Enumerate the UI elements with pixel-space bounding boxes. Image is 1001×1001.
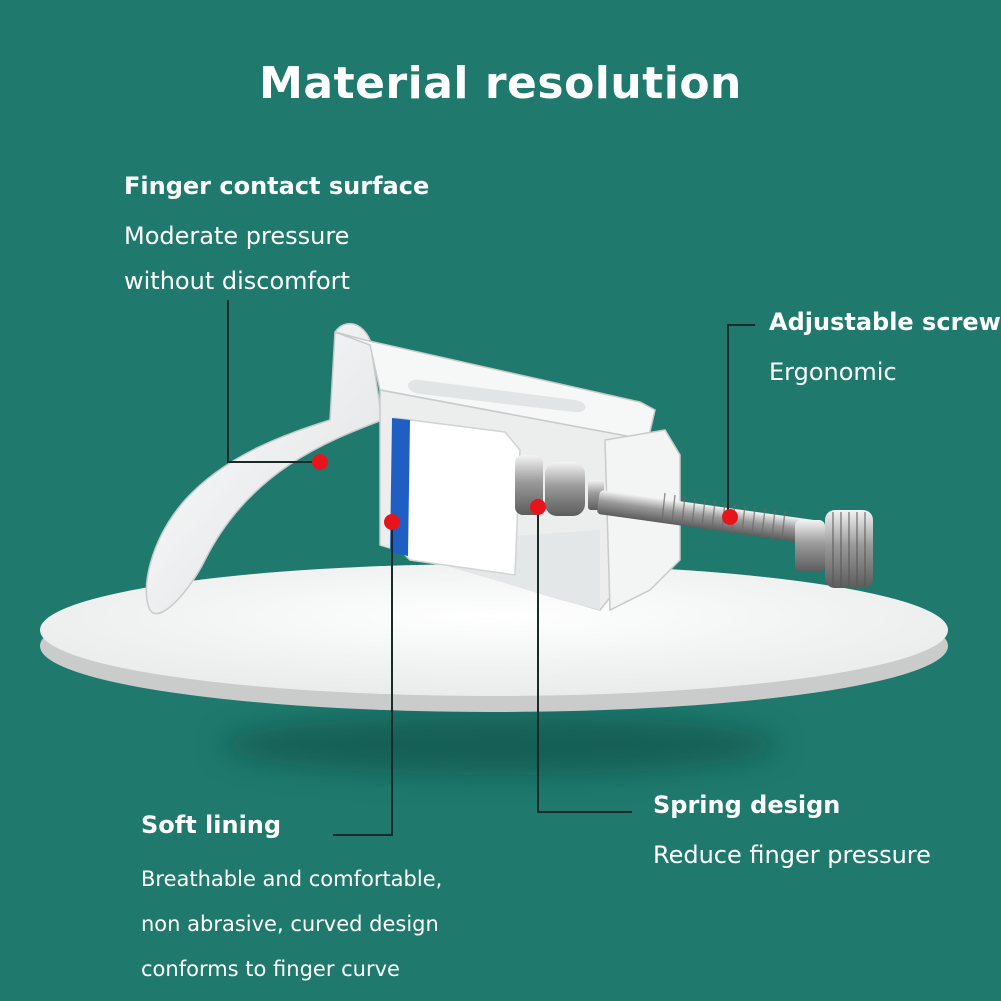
- callout-line: Ergonomic: [769, 358, 897, 386]
- callout-line: Reduce finger pressure: [653, 841, 931, 869]
- finger-leader-line: [227, 300, 318, 463]
- callout-heading: Adjustable screw: [769, 308, 1001, 336]
- callout-line: conforms to finger curve: [141, 957, 400, 981]
- callout-adjustable-screw: Adjustable screw Ergonomic: [769, 308, 1001, 395]
- lining-marker-dot: [384, 514, 400, 530]
- callout-finger-contact: Finger contact surface Moderate pressure…: [124, 172, 429, 304]
- screw-leader-line: [727, 324, 755, 517]
- callout-heading: Spring design: [653, 791, 841, 819]
- finger-marker-dot: [312, 454, 328, 470]
- callout-line: non abrasive, curved design: [141, 912, 439, 936]
- screw-knob: [795, 510, 873, 588]
- screw-marker-dot: [722, 509, 738, 525]
- finger-splint-device: [145, 322, 873, 615]
- callout-heading: Finger contact surface: [124, 172, 430, 200]
- callout-line: without discomfort: [124, 267, 350, 295]
- display-platform: [40, 564, 948, 712]
- callout-soft-lining: Soft lining Breathable and comfortable, …: [141, 811, 442, 992]
- callout-spring-design: Spring design Reduce finger pressure: [653, 791, 931, 878]
- spring-marker-dot: [530, 499, 546, 515]
- adjustable-screw-rod: [597, 490, 818, 544]
- callout-heading: Soft lining: [141, 811, 282, 839]
- callout-line: Moderate pressure: [124, 222, 350, 250]
- callout-markers: [312, 454, 738, 530]
- callout-line: Breathable and comfortable,: [141, 867, 443, 891]
- callout-leader-lines: [227, 300, 755, 836]
- spring-leader-line: [537, 507, 632, 813]
- platform-shadow: [220, 715, 780, 775]
- lining-leader-line: [333, 522, 393, 836]
- page-title: Material resolution: [259, 58, 742, 109]
